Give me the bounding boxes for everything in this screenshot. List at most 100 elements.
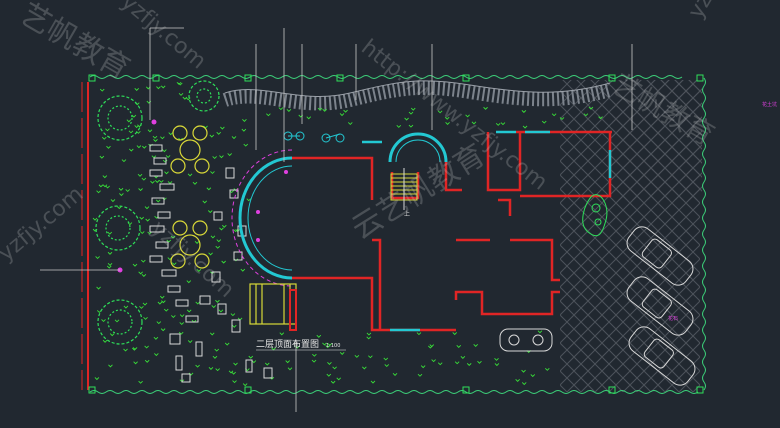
- bicycles: [283, 131, 345, 143]
- site-boundary-bottom: [89, 390, 699, 394]
- grass-tick: [456, 345, 462, 349]
- grass-tick: [132, 263, 138, 267]
- grass-tick: [141, 274, 147, 277]
- grass-tick: [416, 332, 422, 336]
- boundary-marker: [608, 386, 616, 394]
- grass-tick: [102, 175, 108, 179]
- tree-1: [97, 95, 143, 141]
- curved-wall-outer: [231, 149, 293, 287]
- grass-tick: [339, 351, 345, 355]
- grass-tick: [166, 239, 172, 243]
- grass-tick: [588, 106, 594, 110]
- grass-tick: [158, 179, 164, 183]
- grass-tick: [106, 145, 111, 149]
- grass-tick: [143, 316, 148, 320]
- grass-tick: [287, 367, 293, 371]
- grass-tick: [99, 155, 105, 159]
- grass-tick: [465, 114, 470, 118]
- stepping-stone: [157, 211, 171, 219]
- grass-tick: [185, 97, 191, 101]
- parked-cars: [499, 226, 696, 386]
- tree-3: [97, 299, 143, 345]
- grass-tick: [466, 363, 472, 367]
- grass-tick: [332, 366, 337, 370]
- grass-tick: [107, 251, 113, 255]
- boundary-markers: [88, 74, 704, 394]
- grass-tick: [325, 345, 331, 349]
- grass-tick: [541, 120, 547, 124]
- grass-tick: [116, 206, 122, 210]
- stepping-stone: [231, 319, 241, 333]
- grass-tick: [138, 188, 143, 192]
- boundary-marker: [696, 386, 704, 394]
- grass-tick: [242, 119, 247, 122]
- grass-tick: [139, 216, 144, 220]
- grass-tick: [170, 235, 176, 239]
- grass-tick: [118, 187, 124, 191]
- grass-tick: [362, 366, 367, 370]
- grass-tick: [102, 184, 108, 188]
- drawing-title: 二层顶面布置图: [256, 338, 319, 350]
- grass-tick: [145, 218, 150, 222]
- stepping-stone: [161, 269, 177, 277]
- stepping-stone: [185, 315, 199, 323]
- grass-tick: [215, 368, 220, 372]
- grass-tick: [216, 239, 222, 243]
- stepping-stone: [195, 341, 203, 357]
- grass-tick: [392, 373, 398, 376]
- stair-bay-arch-inner: [395, 139, 441, 163]
- stepping-stone: [175, 355, 183, 371]
- grass-tick: [322, 342, 327, 346]
- grass-tick: [102, 339, 108, 343]
- site-boundary-top: [89, 75, 683, 79]
- boundary-marker: [88, 74, 96, 82]
- grass-tick: [477, 360, 482, 364]
- grass-tick: [144, 345, 149, 349]
- stepping-stone: [245, 359, 253, 373]
- grass-tick: [163, 308, 169, 312]
- grass-tick: [105, 185, 110, 189]
- grass-tick: [133, 361, 138, 365]
- grass-tick: [285, 360, 290, 364]
- boundary-marker: [244, 386, 252, 394]
- stepping-stone: [233, 251, 243, 261]
- grass-tick: [227, 153, 232, 157]
- grass-tick: [121, 159, 127, 163]
- grass-tick: [153, 139, 158, 143]
- stepping-stone: [159, 183, 175, 191]
- grass-tick: [216, 131, 222, 135]
- stepping-stone: [213, 211, 223, 221]
- grass-tick: [494, 357, 499, 361]
- grass-tick: [168, 132, 174, 136]
- grass-tick: [306, 116, 312, 120]
- tag-b: 花石: [668, 315, 678, 322]
- grass-tick: [106, 265, 112, 269]
- grass-tick: [138, 380, 143, 384]
- grass-tick: [192, 181, 198, 185]
- tree-2: [95, 205, 141, 251]
- grass-tick: [107, 231, 113, 235]
- watermark-url-bottom: yzfjy.com: [146, 216, 239, 303]
- grass-tick: [428, 345, 433, 349]
- tree-group: [95, 80, 220, 345]
- grass-tick: [95, 256, 100, 260]
- grass-tick: [521, 110, 527, 114]
- grass-tick: [454, 361, 460, 365]
- grass-tick: [187, 173, 193, 177]
- grass-tick: [431, 359, 436, 363]
- grass-tick: [410, 107, 416, 111]
- grass-tick: [221, 260, 226, 264]
- grass-tick: [139, 305, 144, 309]
- grass-tick: [209, 134, 215, 138]
- drawing-scale: 1:100: [326, 343, 340, 349]
- grass-tick: [336, 377, 342, 381]
- grass-tick: [171, 262, 177, 266]
- grass-tick: [317, 107, 323, 111]
- grass-tick: [246, 198, 252, 202]
- grass-tick: [339, 113, 345, 117]
- grass-tick: [452, 332, 458, 336]
- stepping-stone: [211, 271, 221, 283]
- grass-tick: [495, 122, 501, 126]
